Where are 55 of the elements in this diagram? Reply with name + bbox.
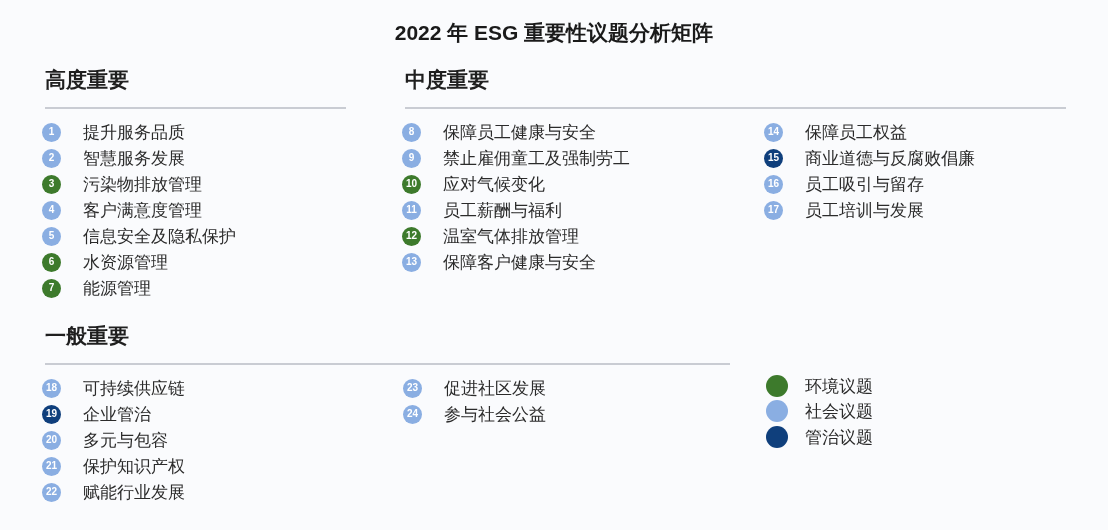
number-badge: 20	[42, 430, 61, 450]
issue-name: 员工培训与发展	[805, 201, 924, 219]
issue-name: 禁止雇佣童工及强制劳工	[443, 149, 630, 167]
issue-name: 企业管治	[83, 405, 151, 423]
number-badge: 21	[42, 456, 61, 476]
issue-name: 员工薪酬与福利	[443, 201, 562, 219]
number-badge: 8	[402, 122, 421, 142]
issue-name: 多元与包容	[83, 431, 168, 449]
issue-name: 客户满意度管理	[83, 201, 202, 219]
issue-name: 水资源管理	[83, 253, 168, 271]
number-badge: 23	[403, 378, 422, 398]
number-badge: 9	[402, 148, 421, 168]
issue-name: 温室气体排放管理	[443, 227, 579, 245]
issue-name: 保护知识产权	[83, 457, 185, 475]
number-badge: 24	[403, 404, 422, 424]
issue-name: 可持续供应链	[83, 379, 185, 397]
issue-name: 智慧服务发展	[83, 149, 185, 167]
issue-name: 参与社会公益	[444, 405, 546, 423]
number-badge: 2	[42, 148, 61, 168]
number-badge: 11	[402, 200, 421, 220]
section-heading: 高度重要	[45, 67, 129, 93]
diagram-title: 2022 年 ESG 重要性议题分析矩阵	[394, 20, 714, 46]
number-badge: 7	[42, 278, 61, 298]
legend-label: 社会议题	[805, 403, 873, 420]
issue-name: 赋能行业发展	[83, 483, 185, 501]
number-badge: 3	[42, 174, 61, 194]
issue-name: 信息安全及隐私保护	[83, 227, 236, 245]
legend-label: 环境议题	[805, 377, 873, 394]
number-badge: 13	[402, 252, 421, 272]
issue-name: 商业道德与反腐败倡廉	[805, 149, 975, 167]
number-badge: 1	[42, 122, 61, 142]
issue-name: 污染物排放管理	[83, 175, 202, 193]
number-badge: 19	[42, 404, 61, 424]
number-badge: 14	[764, 122, 783, 142]
number-badge: 15	[764, 148, 783, 168]
legend-label: 管治议题	[805, 428, 873, 445]
issue-name: 保障员工健康与安全	[443, 123, 596, 141]
number-badge: 16	[764, 174, 783, 194]
section-heading: 中度重要	[405, 67, 489, 93]
number-badge: 4	[42, 200, 61, 220]
section-heading: 一般重要	[45, 323, 129, 349]
issue-name: 应对气候变化	[443, 175, 545, 193]
number-badge: 5	[42, 226, 61, 246]
issue-name: 保障员工权益	[805, 123, 907, 141]
number-badge: 22	[42, 482, 61, 502]
issue-name: 员工吸引与留存	[805, 175, 924, 193]
issue-name: 能源管理	[83, 279, 151, 297]
number-badge: 12	[402, 226, 421, 246]
issue-name: 保障客户健康与安全	[443, 253, 596, 271]
number-badge: 18	[42, 378, 61, 398]
issue-name: 提升服务品质	[83, 123, 185, 141]
number-badge: 17	[764, 200, 783, 220]
number-badge: 10	[402, 174, 421, 194]
issue-name: 促进社区发展	[444, 379, 546, 397]
number-badge: 6	[42, 252, 61, 272]
